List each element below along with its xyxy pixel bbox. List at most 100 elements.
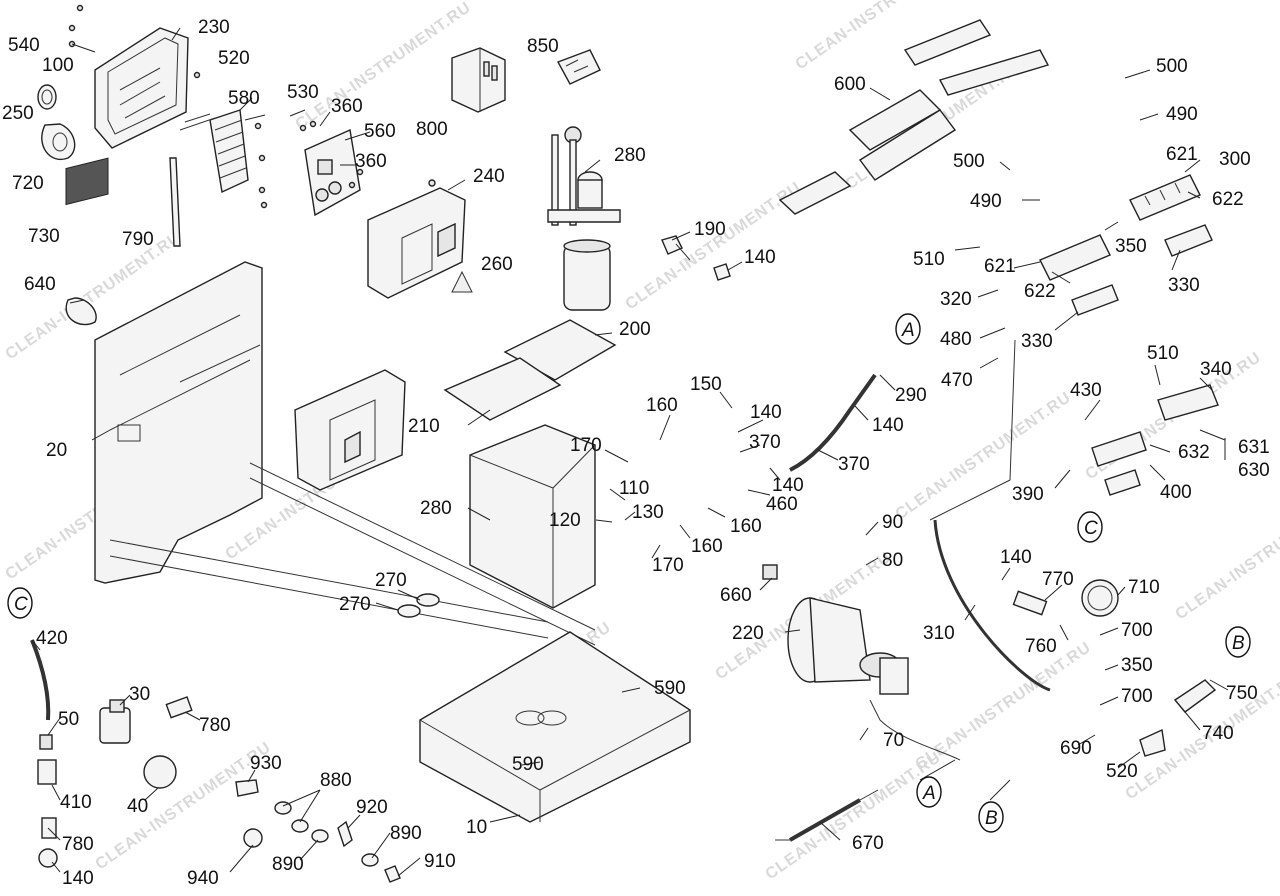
solenoid-valves-left (1039, 234, 1111, 281)
watermark-text: CLEAN-INSTRUMENT.RU (1173, 489, 1280, 623)
part-label: 590 (654, 678, 686, 699)
part-label: 100 (42, 55, 74, 76)
part-label: 280 (614, 145, 646, 166)
part-label: 230 (198, 17, 230, 38)
part-label: 530 (287, 82, 319, 103)
part-label: 500 (1156, 56, 1188, 77)
electrical-box (68, 4, 201, 149)
part-label: 700 (1121, 686, 1153, 707)
fitting (661, 235, 731, 281)
connector-a-top: A (895, 313, 921, 345)
circuit-board (299, 120, 364, 217)
part-label: 140 (872, 415, 904, 436)
warning-label (451, 270, 473, 293)
part-label: 410 (60, 792, 92, 813)
part-label: 360 (355, 151, 387, 172)
part-label: 140 (772, 475, 804, 496)
part-label: 510 (1147, 343, 1179, 364)
valve-block (1091, 431, 1147, 467)
cover-cap (1071, 284, 1119, 316)
frame-rails (109, 462, 596, 646)
washer (397, 604, 421, 618)
part-label: 470 (941, 370, 973, 391)
part-label: 790 (122, 229, 154, 250)
control-housing-cover (367, 179, 466, 299)
part-label: 890 (390, 823, 422, 844)
part-label: 140 (1000, 547, 1032, 568)
part-label: 910 (424, 851, 456, 872)
part-label: 850 (527, 36, 559, 57)
part-label: 140 (750, 402, 782, 423)
part-label: 880 (320, 770, 352, 791)
part-label: 700 (1121, 620, 1153, 641)
part-label: 140 (62, 868, 94, 889)
hoses (30, 339, 1051, 761)
part-label: 320 (940, 289, 972, 310)
part-label: 622 (1212, 189, 1244, 210)
part-label: 160 (691, 536, 723, 557)
part-label: 360 (331, 96, 363, 117)
rod (169, 157, 181, 247)
part-label: 390 (1012, 484, 1044, 505)
svg-text:B: B (985, 808, 998, 829)
part-label: 660 (720, 585, 752, 606)
part-label: 280 (420, 498, 452, 519)
part-label: 750 (1226, 683, 1258, 704)
leader-lines (31, 27, 1229, 877)
part-label: 920 (356, 797, 388, 818)
part-label: 50 (58, 709, 79, 730)
part-label: 670 (852, 833, 884, 854)
part-label: 310 (923, 623, 955, 644)
part-label: 160 (730, 516, 762, 537)
part-label: 600 (834, 74, 866, 95)
part-label: 240 (473, 166, 505, 187)
part-label: 621 (1166, 144, 1198, 165)
svg-text:A: A (901, 320, 915, 341)
cover-cap (1164, 224, 1213, 257)
terminal-block (179, 109, 268, 209)
connector-b-right: B (1225, 626, 1251, 658)
cable-tie (65, 297, 97, 326)
part-label: 270 (339, 594, 371, 615)
part-label: 170 (570, 435, 602, 456)
part-label: 520 (1106, 761, 1138, 782)
part-label: 20 (46, 440, 67, 461)
part-label: 120 (549, 510, 581, 531)
part-label: 210 (408, 416, 440, 437)
part-label: 130 (632, 502, 664, 523)
part-label: 560 (364, 121, 396, 142)
part-label: 770 (1042, 569, 1074, 590)
part-label: 720 (12, 173, 44, 194)
part-label: 370 (749, 432, 781, 453)
valve-block (1157, 384, 1219, 421)
contactor (451, 47, 506, 113)
connector-markers: A A B B C C (7, 313, 1251, 833)
tank (469, 424, 596, 609)
part-label: 190 (694, 219, 726, 240)
part-label: 632 (1178, 442, 1210, 463)
svg-text:C: C (14, 594, 28, 615)
part-label: 330 (1168, 275, 1200, 296)
part-label: 140 (744, 247, 776, 268)
part-label: 270 (375, 570, 407, 591)
part-label: 510 (913, 249, 945, 270)
front-cover (294, 369, 406, 491)
part-label: 940 (187, 868, 219, 889)
part-label: 150 (690, 374, 722, 395)
motor (762, 564, 909, 695)
washer (416, 593, 440, 607)
part-label: 621 (984, 256, 1016, 277)
part-label: 640 (24, 274, 56, 295)
back-panel (94, 261, 263, 584)
part-label: 622 (1024, 281, 1056, 302)
part-label: 350 (1115, 236, 1147, 257)
watermark-text: CLEAN-INSTRUMENT.RU (893, 389, 1075, 523)
part-label: 260 (481, 254, 513, 275)
part-label: 250 (2, 103, 34, 124)
regulator (37, 696, 193, 868)
terminal-connector (556, 49, 601, 85)
solenoid-valves-right (1129, 174, 1201, 221)
part-label: 690 (1060, 738, 1092, 759)
part-label: 740 (1202, 723, 1234, 744)
